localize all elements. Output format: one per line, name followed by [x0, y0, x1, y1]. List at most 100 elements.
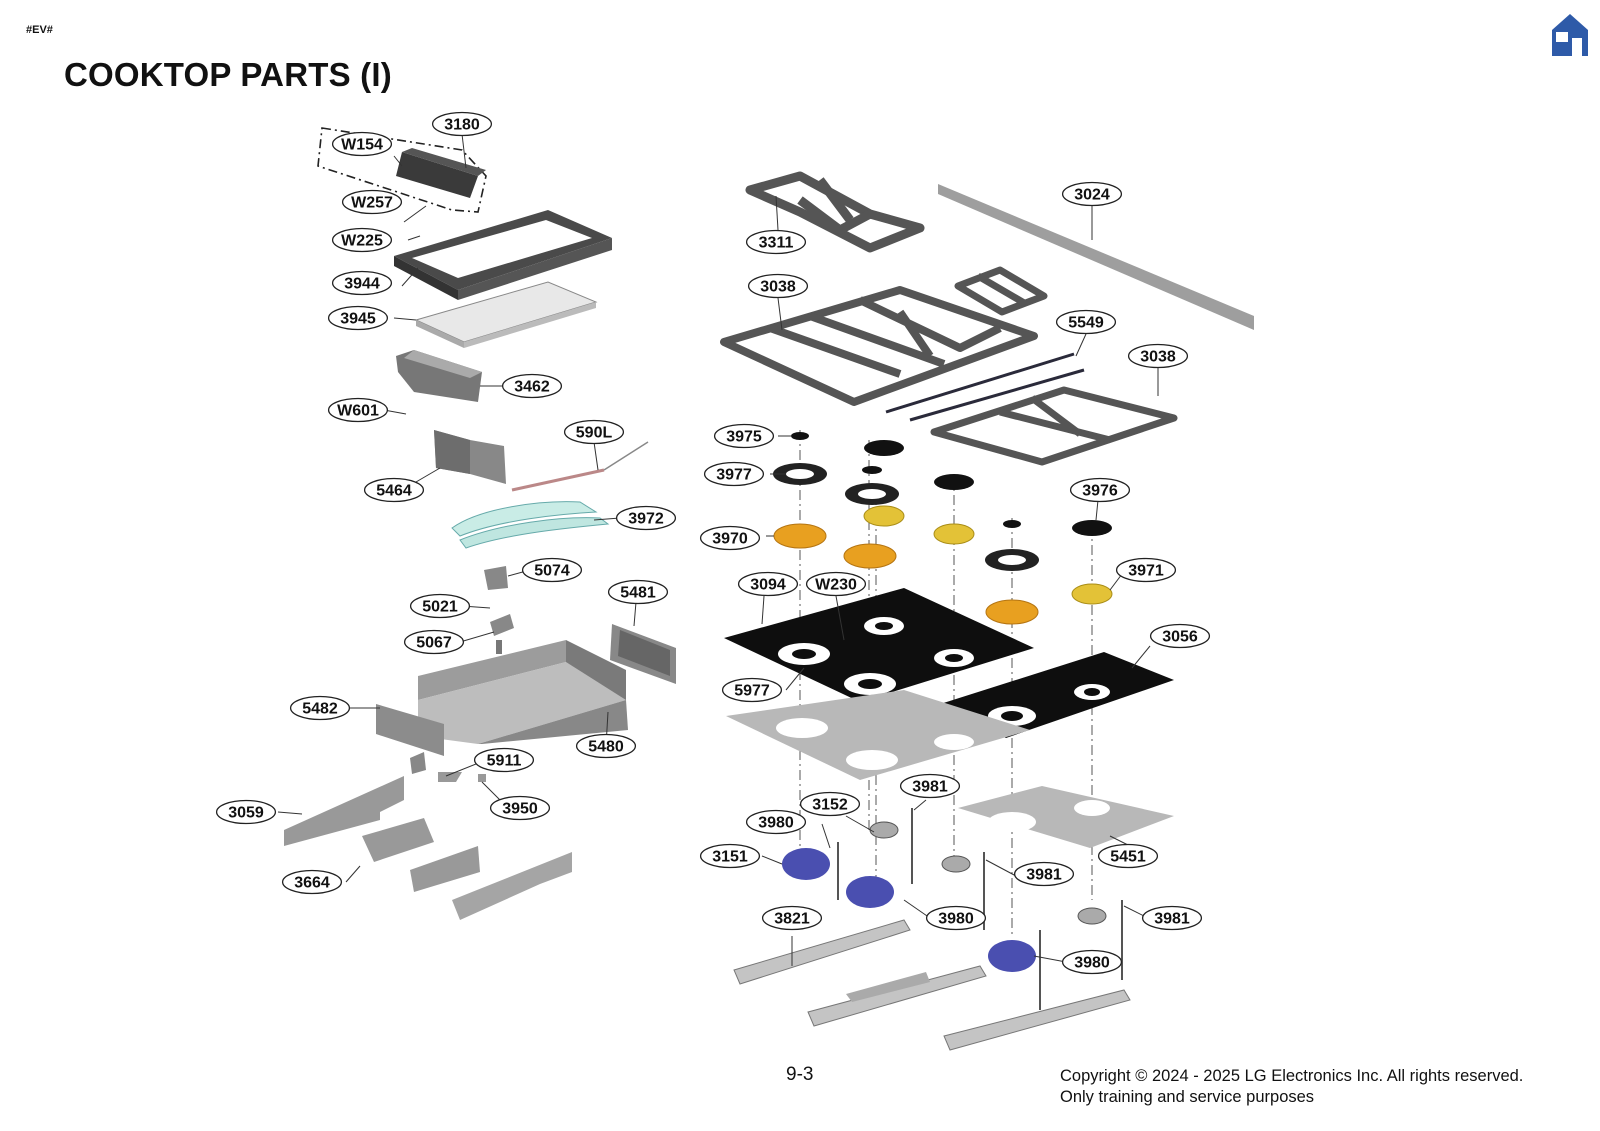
- part-number: 3059: [228, 805, 264, 822]
- part-label: 3980: [925, 905, 987, 931]
- part-label: 5074: [521, 557, 583, 583]
- part-label: 5464: [363, 477, 425, 503]
- grate-small-top: [954, 266, 1048, 316]
- part-number: 5977: [734, 683, 770, 700]
- part-label: 5482: [289, 695, 351, 721]
- part-number: 5067: [416, 635, 452, 652]
- part-label: 3056: [1149, 623, 1211, 649]
- part-label: 3976: [1069, 477, 1131, 503]
- burner-tube: [451, 441, 649, 549]
- part-label: 3981: [1141, 905, 1203, 931]
- usage-note: Only training and service purposes: [1060, 1088, 1315, 1106]
- part-label-oval: [341, 189, 403, 215]
- part-label: 5481: [607, 579, 669, 605]
- part-number: 3151: [712, 849, 748, 866]
- grate-3311: [745, 171, 925, 253]
- part-label-oval: [473, 747, 535, 773]
- part-label: 3944: [331, 270, 393, 296]
- part-number: 3980: [938, 911, 974, 928]
- part-label-oval: [699, 843, 761, 869]
- part-label-oval: [713, 423, 775, 449]
- part-label-oval: [331, 227, 393, 253]
- part-label: 3024: [1061, 181, 1123, 207]
- page-number: 9-3: [786, 1064, 814, 1085]
- part-label-oval: [327, 397, 389, 423]
- part-number: 3976: [1082, 483, 1118, 500]
- part-label: 3311: [745, 229, 807, 255]
- part-label-oval: [501, 373, 563, 399]
- part-label: 3980: [1061, 949, 1123, 975]
- part-label: 3664: [281, 869, 343, 895]
- part-label-oval: [1013, 861, 1075, 887]
- part-label: W230: [805, 571, 867, 597]
- part-number: 5480: [588, 739, 624, 756]
- small-bracket-parts: [484, 566, 514, 654]
- main-chassis-5480: [418, 640, 628, 744]
- grate-3038-right: [930, 386, 1178, 466]
- burner-rings: [773, 505, 1113, 625]
- part-label-oval: [747, 273, 809, 299]
- part-number: 3152: [812, 797, 848, 814]
- part-label-oval: [331, 131, 393, 157]
- bracket-5464: [434, 430, 506, 484]
- part-label: 3980: [745, 809, 807, 835]
- part-label: 3970: [699, 525, 761, 551]
- part-label-oval: [737, 571, 799, 597]
- part-number: 5451: [1110, 849, 1146, 866]
- part-number: 590L: [576, 425, 613, 442]
- part-label-oval: [575, 733, 637, 759]
- part-number: 3970: [712, 531, 748, 548]
- copyright-notice: Copyright © 2024 - 2025 LG Electronics I…: [1060, 1066, 1523, 1108]
- copyright-line: Copyright © 2024 - 2025 LG Electronics I…: [1060, 1067, 1524, 1085]
- part-number: W154: [341, 137, 383, 154]
- part-number: 5911: [487, 753, 522, 770]
- part-label: 3821: [761, 905, 823, 931]
- part-label-oval: [721, 677, 783, 703]
- part-label-oval: [745, 809, 807, 835]
- part-labels: 3180W154W257W225394439453462W601590L5464…: [215, 111, 1211, 975]
- part-label: 590L: [563, 419, 625, 445]
- part-number: 5481: [620, 585, 656, 602]
- part-number: 5074: [534, 563, 570, 580]
- part-label-oval: [521, 557, 583, 583]
- part-number: 3981: [1026, 867, 1062, 884]
- burner-caps: [773, 432, 1112, 571]
- part-number: 3972: [628, 511, 664, 528]
- part-number: W230: [815, 577, 857, 594]
- part-label-oval: [1141, 905, 1203, 931]
- part-label-oval: [1115, 557, 1177, 583]
- part-label-oval: [607, 579, 669, 605]
- griddle-kit-box: [317, 127, 487, 213]
- part-label: 3945: [327, 305, 389, 331]
- page-title: COOKTOP PARTS (I): [64, 56, 392, 93]
- part-label: 3038: [1127, 343, 1189, 369]
- part-number: 3180: [444, 117, 480, 134]
- part-number: 5549: [1068, 315, 1104, 332]
- part-label-oval: [899, 773, 961, 799]
- part-label: 5977: [721, 677, 783, 703]
- manifold-brackets: [733, 919, 1131, 1051]
- panel-5482: [376, 704, 444, 756]
- panel-5481: [610, 624, 676, 684]
- part-label-oval: [703, 461, 765, 487]
- part-label: 5549: [1055, 309, 1117, 335]
- small-clips: [410, 752, 486, 782]
- cooktop-3056: [934, 652, 1174, 738]
- part-label: W154: [331, 131, 393, 157]
- part-label-oval: [1061, 181, 1123, 207]
- rail-3024: [938, 184, 1254, 330]
- part-label: 3094: [737, 571, 799, 597]
- part-label-oval: [281, 869, 343, 895]
- part-number: 5482: [302, 701, 338, 718]
- part-label-oval: [1061, 949, 1123, 975]
- document-code: #EV#: [26, 24, 53, 36]
- part-label: 3038: [747, 273, 809, 299]
- part-number: 3056: [1162, 629, 1198, 646]
- part-label-oval: [363, 477, 425, 503]
- part-number: 3664: [294, 875, 330, 892]
- part-number: W225: [341, 233, 383, 250]
- part-label-oval: [1097, 843, 1159, 869]
- part-number: W601: [337, 403, 379, 420]
- home-button[interactable]: [1550, 12, 1590, 58]
